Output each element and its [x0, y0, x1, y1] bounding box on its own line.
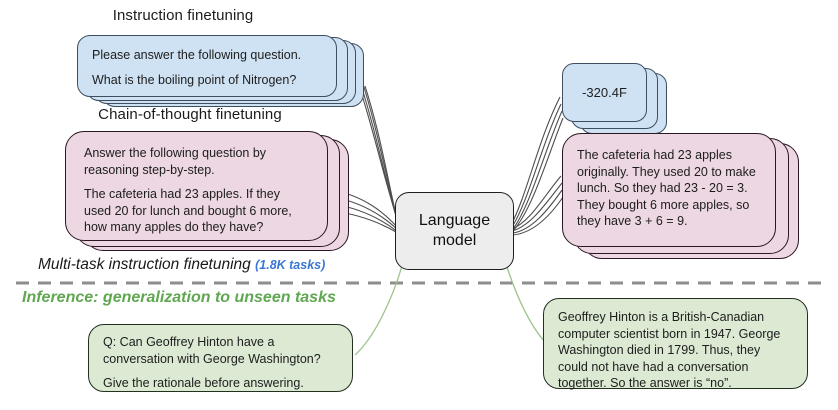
multitask-finetuning-text: Multi-task instruction finetuning [38, 256, 251, 273]
model-to-cot-answer-lines [511, 175, 564, 236]
answer-line: The cafeteria had 23 apples originally. … [577, 148, 756, 228]
task-count-badge: (1.8K tasks) [255, 258, 326, 272]
inference-generalization-label: Inference: generalization to unseen task… [22, 289, 336, 306]
prompt-line: What is the boiling point of Nitrogen? [92, 72, 297, 87]
model-to-inference-lines [354, 263, 545, 356]
answer-line: Geoffrey Hinton is a British-Canadian co… [558, 310, 781, 390]
inference-prompt-card: Q: Can Geoffrey Hinton have a conversati… [88, 324, 353, 392]
instruction-prompt-card-stack: Please answer the following question. Wh… [77, 35, 364, 107]
prompt-line: Q: Can Geoffrey Hinton have a conversati… [103, 335, 321, 366]
language-model-label: Language model [418, 212, 491, 249]
cot-prompt-card: Answer the following question by reasoni… [65, 131, 328, 241]
instruction-prompt-card: Please answer the following question. Wh… [77, 35, 337, 97]
instruction-answer-card-stack: -320.4F [562, 63, 667, 134]
cot-answer-card: The cafeteria had 23 apples originally. … [562, 133, 776, 247]
instruction-finetuning-heading: Instruction finetuning [112, 7, 254, 24]
prompt-line: Answer the following question by reasoni… [84, 146, 267, 177]
cot-finetuning-heading: Chain-of-thought finetuning [98, 106, 282, 123]
inference-answer-card-body: Geoffrey Hinton is a British-Canadian co… [543, 298, 808, 390]
inference-answer-card: Geoffrey Hinton is a British-Canadian co… [543, 298, 808, 390]
prompt-line: The cafeteria had 23 apples. If they use… [84, 187, 292, 234]
answer-line: -320.4F [582, 84, 627, 100]
language-model-box: Language model [395, 192, 514, 270]
instruction-answer-card: -320.4F [562, 63, 647, 122]
prompt-line: Please answer the following question. [92, 48, 302, 62]
cot-prompt-card-stack: Answer the following question by reasoni… [65, 131, 349, 251]
prompt-line: Give the rationale before answering. [103, 376, 304, 390]
inference-prompt-card-body: Q: Can Geoffrey Hinton have a conversati… [88, 324, 353, 392]
cot-answer-card-stack: The cafeteria had 23 apples originally. … [562, 133, 799, 259]
multitask-finetuning-label: Multi-task instruction finetuning (1.8K … [38, 256, 325, 274]
model-to-answer-lines [510, 96, 564, 232]
